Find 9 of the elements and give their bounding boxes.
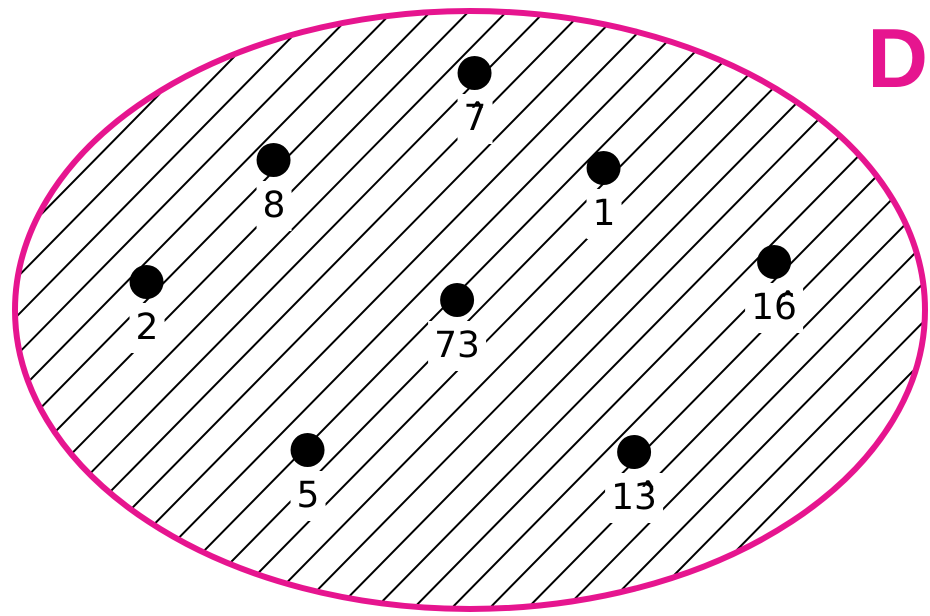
point-label: 16̂ xyxy=(745,283,803,334)
point-label: 7̂ xyxy=(458,94,492,144)
set-label: D xyxy=(867,16,928,100)
point-label: 5 xyxy=(290,471,326,522)
point-label: 8 xyxy=(256,181,292,232)
point-label: 1 xyxy=(586,189,622,240)
point-label: 2 xyxy=(130,303,164,354)
point-label: 73 xyxy=(428,321,486,372)
point-label: 13̂ xyxy=(605,473,663,524)
